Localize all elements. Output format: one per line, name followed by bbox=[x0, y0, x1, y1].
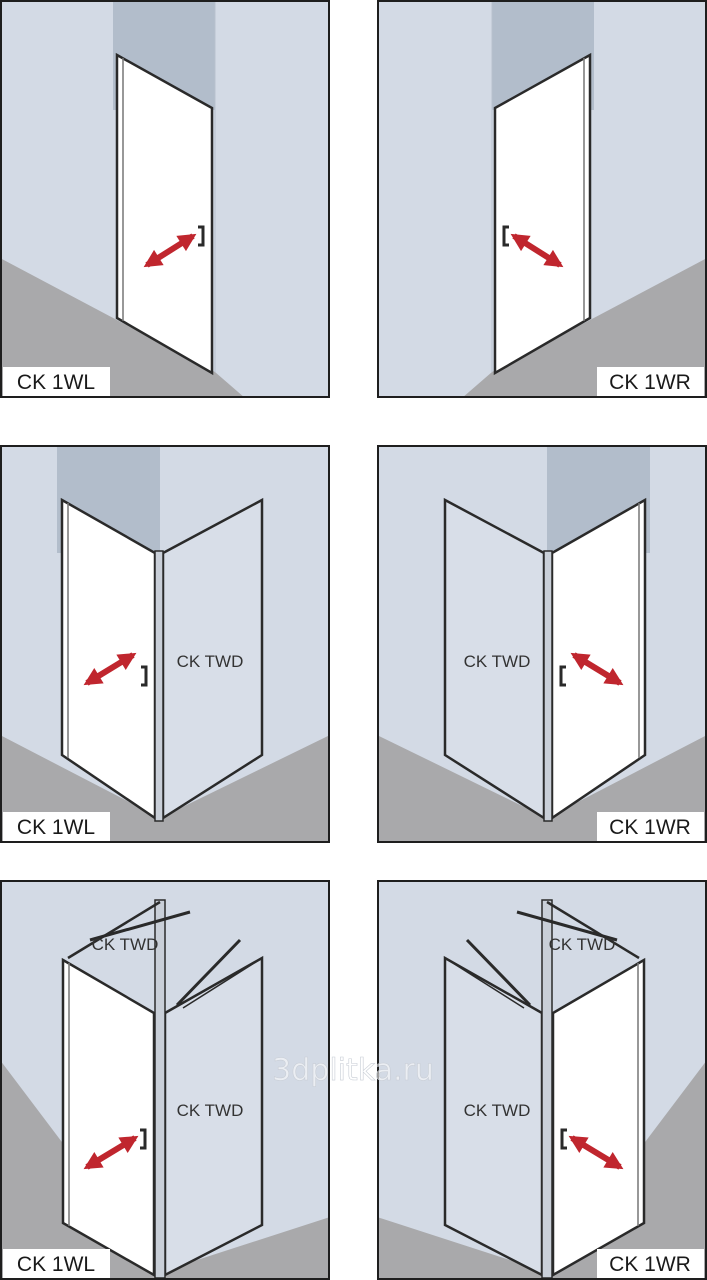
arrow-head bbox=[116, 652, 137, 670]
model-label: CK 1WL bbox=[17, 371, 95, 394]
arrow-head bbox=[510, 233, 531, 252]
swing-arrow-icon bbox=[143, 233, 197, 268]
config-panel-1: CK 1WL bbox=[0, 0, 330, 398]
panel-border bbox=[0, 445, 330, 843]
corner-post bbox=[541, 899, 553, 1279]
side-panel-label: CK TWD bbox=[464, 1101, 531, 1120]
stabilizer-bar bbox=[465, 938, 532, 1007]
model-label-box bbox=[3, 367, 110, 396]
panel-illustration bbox=[377, 445, 707, 843]
panel-border bbox=[377, 445, 707, 843]
panel-illustration bbox=[0, 880, 330, 1280]
panel-border bbox=[377, 880, 707, 1280]
door-handle-icon bbox=[198, 225, 205, 247]
config-panel-3: CK 1WL CK TWD bbox=[0, 445, 330, 843]
config-panel-4: CK 1WR CK TWD bbox=[377, 445, 707, 843]
arrow-head bbox=[570, 652, 591, 670]
glass-door bbox=[551, 957, 646, 1278]
config-panel-2: CK 1WR bbox=[377, 0, 707, 398]
model-label-box bbox=[597, 812, 704, 841]
corner-post bbox=[154, 899, 166, 1279]
floor bbox=[0, 258, 245, 398]
swing-arrow-icon bbox=[510, 233, 564, 268]
door-handle-icon bbox=[560, 1128, 567, 1150]
swing-arrow-icon bbox=[568, 1135, 624, 1170]
swing-arrow-icon bbox=[83, 652, 137, 686]
arrow-head bbox=[118, 1135, 139, 1153]
glass-door bbox=[61, 957, 156, 1278]
model-label-box bbox=[597, 367, 704, 396]
swing-arrow-icon bbox=[83, 1135, 139, 1170]
model-label: CK 1WL bbox=[17, 816, 95, 839]
model-label-box bbox=[3, 1249, 110, 1278]
arrow-head bbox=[603, 1152, 624, 1170]
swing-arrow-icon bbox=[570, 652, 624, 686]
door-handle-icon bbox=[502, 225, 509, 247]
model-label: CK 1WR bbox=[609, 816, 691, 839]
stabilizer-bar bbox=[444, 957, 525, 1009]
model-label-box bbox=[3, 812, 110, 841]
config-panel-6: CK 1WR CK TWD CK TWD bbox=[377, 880, 707, 1280]
corner-post bbox=[154, 550, 164, 822]
top-panel-label: CK TWD bbox=[92, 935, 159, 954]
panel-illustration bbox=[377, 880, 707, 1280]
top-panel-label: CK TWD bbox=[549, 935, 616, 954]
model-label-box bbox=[597, 1249, 704, 1278]
panel-illustration bbox=[0, 0, 330, 398]
panel-border bbox=[377, 0, 707, 398]
side-panel-label: CK TWD bbox=[464, 652, 531, 671]
panel-border bbox=[0, 880, 330, 1280]
door-handle-icon bbox=[141, 665, 148, 687]
model-label: CK 1WR bbox=[609, 1253, 691, 1276]
stabilizer-bar bbox=[67, 900, 161, 960]
side-panel-label: CK TWD bbox=[177, 652, 244, 671]
side-panel-label: CK TWD bbox=[177, 1101, 244, 1120]
panel-illustration bbox=[377, 0, 707, 398]
stabilizer-bar bbox=[182, 957, 263, 1009]
stabilizer-bar bbox=[516, 910, 618, 942]
arrow-head bbox=[568, 1135, 589, 1153]
door-handle-icon bbox=[140, 1128, 147, 1150]
door-handle-icon bbox=[559, 665, 566, 687]
stabilizer-bar bbox=[546, 900, 640, 960]
watermark: 3dplitka.ru bbox=[272, 1053, 434, 1088]
stabilizer-bar bbox=[89, 910, 191, 942]
arrow-head bbox=[83, 668, 104, 686]
floor bbox=[462, 258, 707, 398]
arrow-head bbox=[543, 249, 564, 268]
model-label: CK 1WR bbox=[609, 371, 691, 394]
arrow-head bbox=[83, 1152, 104, 1170]
arrow-head bbox=[176, 233, 197, 252]
arrow-head bbox=[603, 668, 624, 686]
corner-post bbox=[543, 550, 553, 822]
config-panel-5: CK 1WL CK TWD CK TWD bbox=[0, 880, 330, 1280]
glass-door bbox=[115, 52, 214, 376]
panel-border bbox=[0, 0, 330, 398]
model-label: CK 1WL bbox=[17, 1253, 95, 1276]
arrow-head bbox=[143, 249, 164, 268]
glass-door bbox=[493, 52, 592, 376]
stabilizer-bar bbox=[175, 938, 242, 1007]
panel-illustration bbox=[0, 445, 330, 843]
